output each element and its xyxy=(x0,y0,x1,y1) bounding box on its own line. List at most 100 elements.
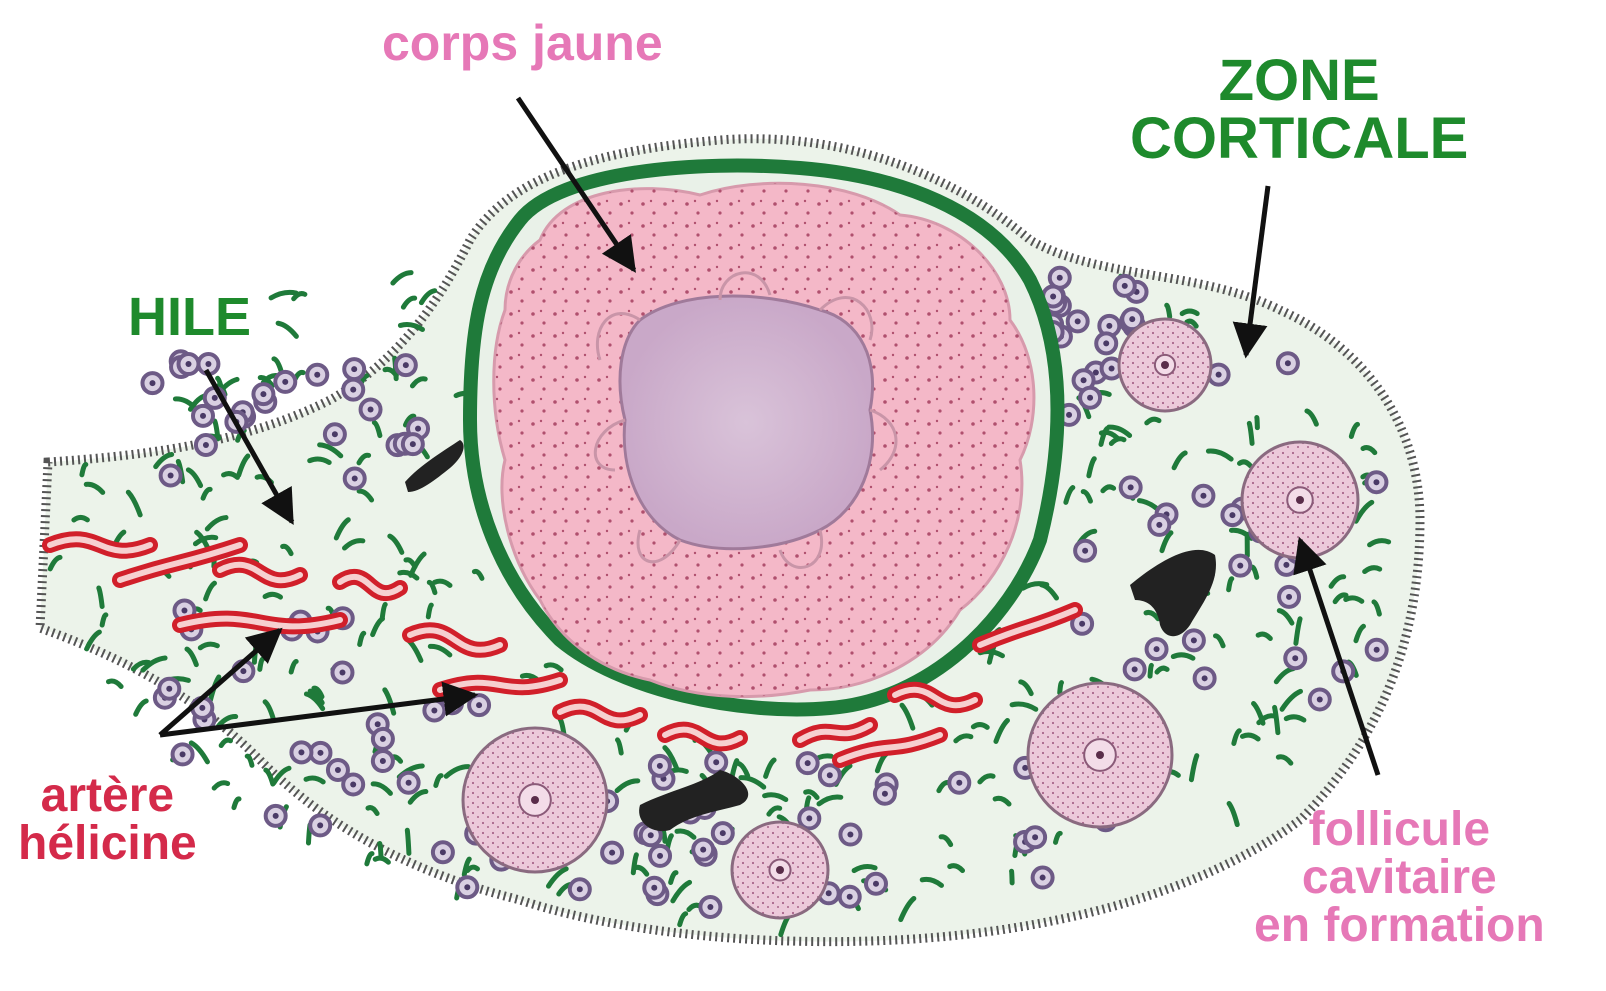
stroma-fiber xyxy=(407,830,409,853)
cell-nucleus xyxy=(449,700,455,706)
cell-nucleus xyxy=(1022,765,1028,771)
cell-nucleus xyxy=(720,830,726,836)
cell-nucleus xyxy=(1202,675,1208,681)
cell-nucleus xyxy=(577,886,583,892)
cell-nucleus xyxy=(713,759,719,765)
stroma-fiber xyxy=(278,323,296,336)
cell-nucleus xyxy=(166,686,172,692)
stroma-fiber xyxy=(221,740,230,745)
stroma-fiber xyxy=(108,681,121,686)
stroma-fiber xyxy=(400,325,422,330)
cell-nucleus xyxy=(181,607,187,613)
label-follicule-cavitaire: follicule cavitaire en formation xyxy=(1254,806,1545,950)
cell-nucleus xyxy=(1075,318,1081,324)
label-follicule-line-2: cavitaire xyxy=(1254,854,1545,902)
cell-nucleus xyxy=(200,413,206,419)
cell-nucleus xyxy=(1237,563,1243,569)
stroma-fiber xyxy=(382,604,385,617)
cell-nucleus xyxy=(1128,484,1134,490)
stroma-fiber xyxy=(375,858,388,862)
cell-nucleus xyxy=(317,822,323,828)
cell-nucleus xyxy=(651,885,657,891)
cell-nucleus xyxy=(806,815,812,821)
oocyte-nucleus xyxy=(1161,361,1169,369)
cell-nucleus xyxy=(1087,395,1093,401)
cell-nucleus xyxy=(1154,646,1160,652)
stroma-fiber xyxy=(1275,707,1278,732)
stroma-fiber xyxy=(1012,871,1013,883)
cell-nucleus xyxy=(351,366,357,372)
cell-nucleus xyxy=(1122,283,1128,289)
cell-nucleus xyxy=(350,781,356,787)
cell-nucleus xyxy=(368,407,374,413)
stroma-fiber xyxy=(274,359,281,371)
cell-nucleus xyxy=(314,372,320,378)
stroma-fiber xyxy=(1249,423,1252,443)
cell-nucleus xyxy=(1079,621,1085,627)
cell-nucleus xyxy=(805,760,811,766)
cell-nucleus xyxy=(1057,275,1063,281)
stroma-fiber xyxy=(260,659,263,669)
cell-nucleus xyxy=(873,881,879,887)
cell-nucleus xyxy=(609,850,615,856)
cell-nucleus xyxy=(350,387,356,393)
label-follicule-line-3: en formation xyxy=(1254,902,1545,950)
cell-nucleus xyxy=(1040,875,1046,881)
cell-nucleus xyxy=(410,441,416,447)
cell-nucleus xyxy=(205,361,211,367)
cell-nucleus xyxy=(1156,522,1162,528)
cell-nucleus xyxy=(1109,365,1115,371)
cell-nucleus xyxy=(180,751,186,757)
stroma-fiber xyxy=(1150,665,1151,676)
cell-nucleus xyxy=(1200,493,1206,499)
cell-nucleus xyxy=(186,361,192,367)
cell-nucleus xyxy=(648,832,654,838)
label-artere-helicine: artère hélicine xyxy=(18,772,197,868)
cell-nucleus xyxy=(298,749,304,755)
cell-nucleus xyxy=(464,884,470,890)
cell-nucleus xyxy=(260,391,266,397)
label-follicule-line-1: follicule xyxy=(1254,806,1545,854)
cell-nucleus xyxy=(1373,479,1379,485)
cell-nucleus xyxy=(707,904,713,910)
stroma-fiber xyxy=(99,588,102,606)
oocyte-nucleus xyxy=(776,866,784,874)
oocyte-nucleus xyxy=(1096,751,1104,759)
cell-nucleus xyxy=(657,853,663,859)
label-artere-line-2: hélicine xyxy=(18,820,197,868)
cell-nucleus xyxy=(212,395,218,401)
cell-nucleus xyxy=(149,380,155,386)
cell-nucleus xyxy=(476,702,482,708)
label-hile: HILE xyxy=(128,290,251,344)
stroma-fiber xyxy=(633,855,636,873)
stroma-fiber xyxy=(973,725,987,728)
cell-nucleus xyxy=(440,849,446,855)
cell-nucleus xyxy=(1066,412,1072,418)
cell-nucleus xyxy=(352,476,358,482)
cell-nucleus xyxy=(1283,562,1289,568)
stroma-fiber xyxy=(380,844,381,858)
cell-nucleus xyxy=(240,668,246,674)
stroma-fiber xyxy=(247,756,252,765)
stroma-fiber xyxy=(136,701,147,714)
cell-nucleus xyxy=(1286,594,1292,600)
corpus-luteum xyxy=(470,166,1058,710)
stroma-fiber xyxy=(403,298,414,307)
cell-nucleus xyxy=(1082,548,1088,554)
label-zone-line-2: CORTICALE xyxy=(1130,110,1468,168)
cell-nucleus xyxy=(1229,512,1235,518)
stroma-fiber xyxy=(663,830,665,841)
cell-nucleus xyxy=(335,767,341,773)
cell-nucleus xyxy=(199,705,205,711)
cell-nucleus xyxy=(1050,293,1056,299)
stroma-fiber xyxy=(265,594,280,597)
stroma-fiber xyxy=(214,783,227,788)
oocyte-nucleus xyxy=(1296,496,1304,504)
cell-nucleus xyxy=(847,894,853,900)
stroma-fiber xyxy=(1167,305,1170,316)
cell-nucleus xyxy=(1292,655,1298,661)
cell-nucleus xyxy=(956,780,962,786)
cell-nucleus xyxy=(282,379,288,385)
cell-nucleus xyxy=(273,813,279,819)
stroma-fiber xyxy=(234,799,239,808)
